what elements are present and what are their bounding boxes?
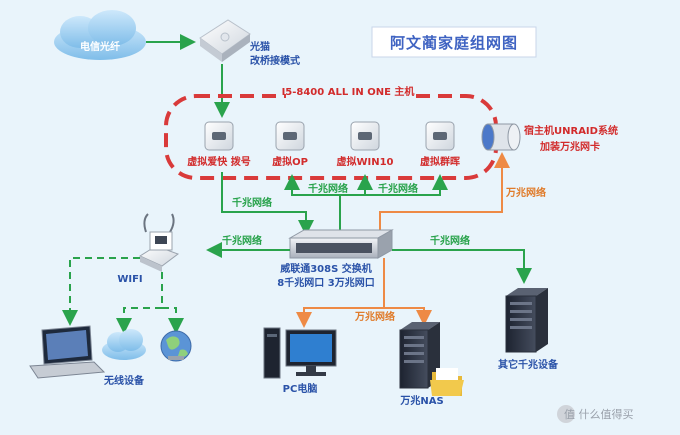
host-title-bg	[286, 83, 410, 99]
server-icon	[505, 288, 548, 353]
link-switch-nas	[384, 307, 432, 326]
nic-cylinder-icon	[481, 123, 521, 151]
link-switch-other	[392, 249, 532, 284]
label-gigabit-3: 千兆网络	[378, 182, 418, 195]
title-box	[371, 26, 537, 58]
diagram-title: 阿文蔺家庭组网图	[390, 34, 518, 52]
other-devices-label: 其它千兆设备	[498, 358, 559, 371]
link-switch-nic	[379, 152, 510, 232]
watermark-text: 值 什么值得买	[564, 408, 634, 421]
link-wifi-globe	[162, 307, 184, 334]
wireless-label: 无线设备	[103, 374, 145, 387]
wifi-label: WIFI	[117, 274, 142, 285]
nic-label-2: 加装万兆网卡	[539, 140, 600, 153]
label-tengig-1: 万兆网络	[505, 186, 546, 199]
modem-label-1: 光猫	[249, 40, 270, 53]
label-gigabit-1: 千兆网络	[232, 196, 272, 209]
vm-synology-label: 虚拟群晖	[420, 155, 460, 168]
label-gigabit-4: 千兆网络	[222, 234, 262, 247]
vm-win10-icon	[350, 121, 380, 151]
optical-modem-icon	[199, 19, 251, 62]
label-gigabit-2: 千兆网络	[308, 182, 348, 195]
globe-icon	[160, 330, 192, 362]
switch-label-1: 威联通308S 交换机	[280, 262, 372, 275]
nic-label-1: 宿主机UNRAID系统	[524, 124, 618, 137]
laptop-icon	[29, 325, 106, 379]
switch-label-2: 8千兆网口 3万兆网口	[277, 276, 374, 289]
vm-ikuai-label: 虚拟爱快 拨号	[187, 155, 250, 168]
folder-icon	[430, 368, 464, 396]
host-title: I5-8400 ALL IN ONE 主机	[282, 85, 415, 98]
label-tengig-2: 万兆网络	[354, 310, 395, 323]
link-switch-op	[284, 174, 341, 232]
nas-label: 万兆NAS	[399, 394, 443, 407]
link-switch-pc	[296, 258, 385, 328]
vm-win10-label: 虚拟WIN10	[336, 155, 393, 168]
vm-op-icon	[275, 121, 305, 151]
pc-label: PC电脑	[283, 382, 318, 395]
label-gigabit-5: 千兆网络	[430, 234, 470, 247]
switch-icon	[288, 229, 394, 259]
vm-ikuai-icon	[204, 121, 234, 151]
modem-label-2: 改桥接模式	[250, 54, 300, 67]
fiber-cloud-icon	[54, 10, 146, 60]
fiber-label: 电信光纤	[80, 40, 120, 53]
watermark: 值 什么值得买	[557, 405, 634, 423]
link-wifi-laptop	[62, 257, 140, 326]
link-wifi-wireless	[116, 272, 163, 334]
pc-icon	[263, 327, 337, 379]
vm-op-label: 虚拟OP	[272, 155, 308, 168]
wireless-cloud-icon	[102, 329, 146, 360]
link-switch-synology	[365, 174, 448, 196]
wifi-router-icon	[138, 213, 180, 272]
vm-synology-icon	[425, 121, 455, 151]
link-ikuai-switch	[221, 172, 314, 236]
